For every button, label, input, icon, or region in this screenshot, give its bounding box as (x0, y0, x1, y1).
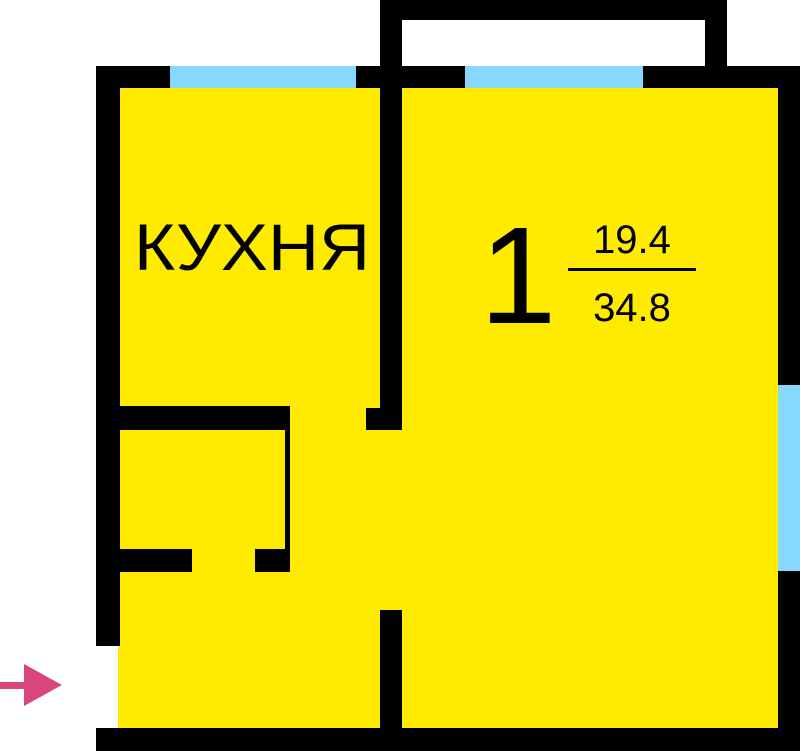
wall-left (96, 66, 120, 646)
wall-kitchen-room (380, 88, 402, 430)
wall-kitchen-room-stub (366, 408, 402, 430)
wall-bathroom-side (285, 406, 290, 572)
balcony-wall-top (380, 0, 727, 20)
room-number: 1 (480, 199, 557, 353)
window-room-right (778, 385, 800, 571)
wall-bottom (96, 728, 800, 751)
floor-area (118, 88, 778, 728)
wall-hall-room (380, 610, 402, 728)
interior-walls (118, 88, 402, 728)
room-floor (380, 88, 778, 728)
windows (170, 66, 800, 571)
room-living-area: 19.4 (593, 218, 671, 262)
wall-bathroom-bottom-right (255, 549, 290, 572)
window-room-top (465, 66, 643, 88)
window-kitchen (170, 66, 356, 88)
kitchen-floor (118, 88, 380, 408)
wall-bathroom-bottom-left (118, 549, 192, 572)
room-total-area: 34.8 (593, 286, 671, 330)
entrance-arrow-icon (0, 664, 62, 706)
wall-kitchen-bathroom (118, 406, 290, 430)
area-fraction-line (568, 268, 696, 271)
kitchen-label: КУХНЯ (134, 210, 370, 284)
